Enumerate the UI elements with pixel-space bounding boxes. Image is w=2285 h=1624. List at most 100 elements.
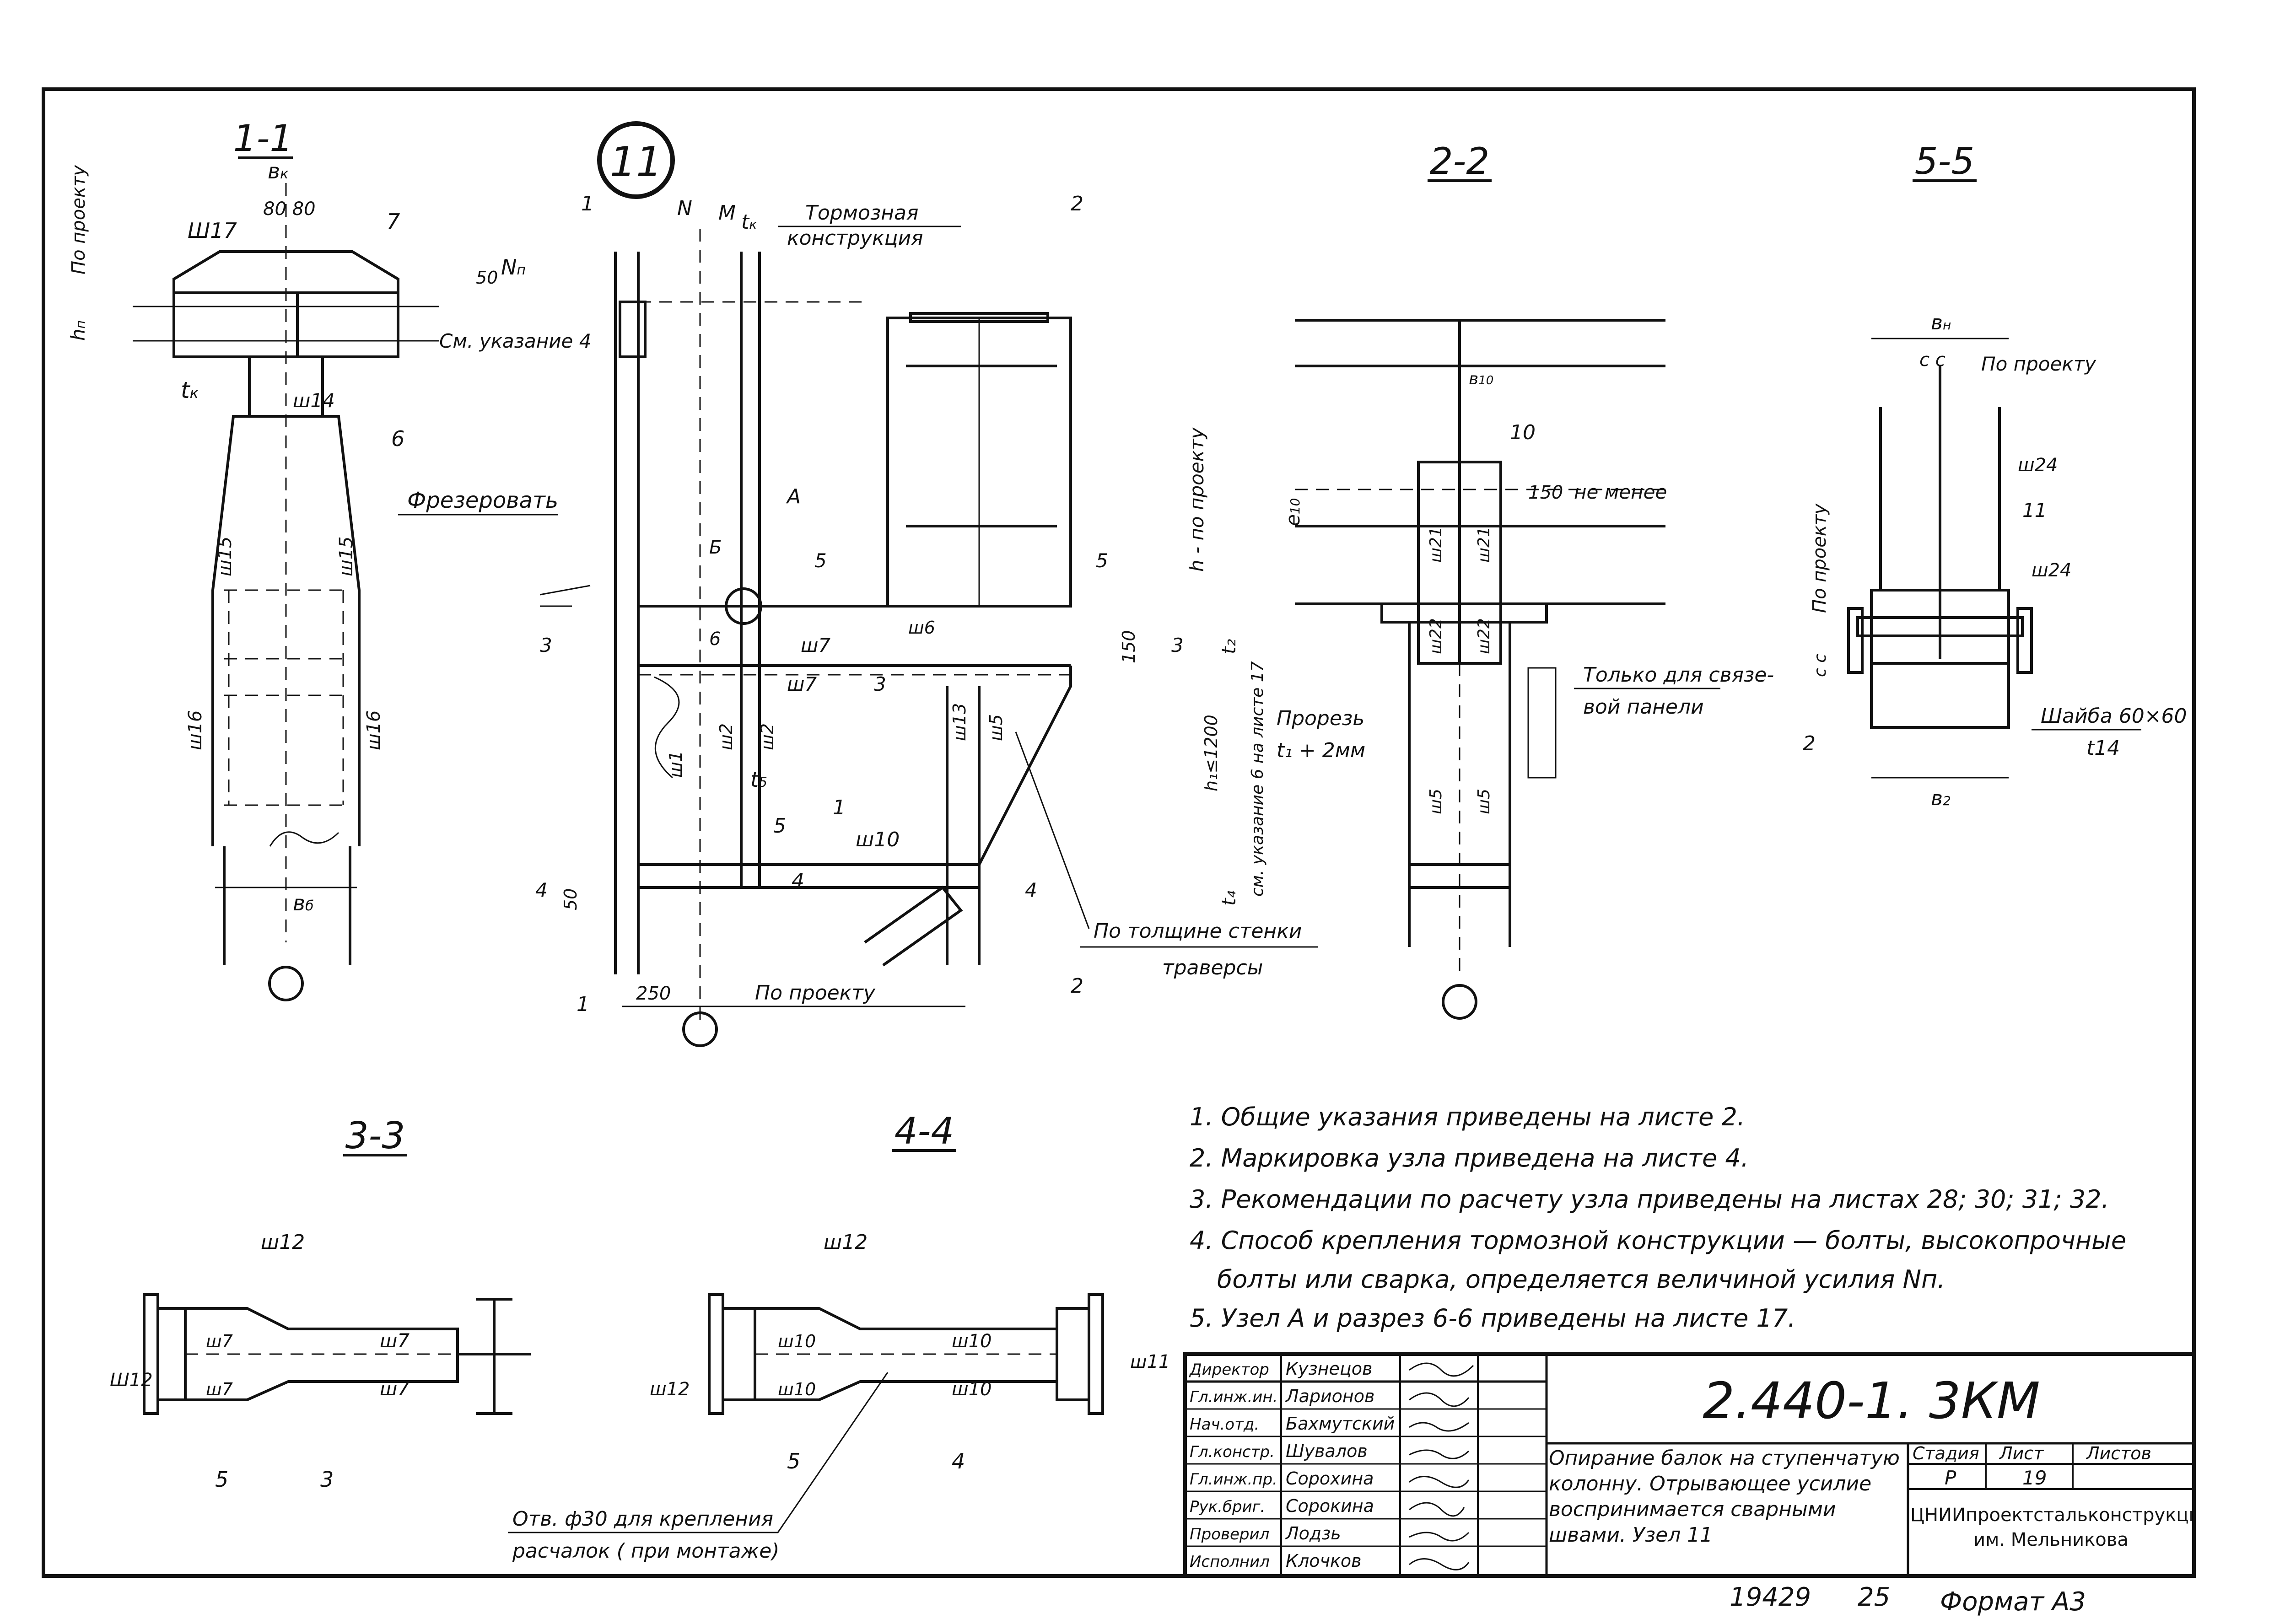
svg-text:250: 250 bbox=[636, 983, 671, 1004]
svg-text:ш10: ш10 bbox=[778, 1379, 816, 1399]
svg-text:не менее: не менее bbox=[1574, 481, 1667, 503]
svg-text:По проекту: По проекту bbox=[755, 981, 876, 1005]
svg-text:ш7: ш7 bbox=[206, 1331, 233, 1351]
svg-text:50: 50 bbox=[560, 888, 581, 910]
svg-text:ш21: ш21 bbox=[1475, 527, 1493, 563]
svg-text:h - по проекту: h - по проекту bbox=[1186, 427, 1208, 572]
svg-text:конструкция: конструкция bbox=[787, 226, 923, 250]
svg-text:Фрезеровать: Фрезеровать bbox=[407, 488, 558, 513]
svg-text:11: 11 bbox=[2022, 499, 2047, 522]
svg-text:N: N bbox=[677, 197, 692, 220]
svg-text:Тормозная: Тормозная bbox=[805, 201, 918, 225]
footer-inv: 19429 bbox=[1730, 1582, 1811, 1612]
svg-text:вб: вб bbox=[293, 891, 314, 915]
svg-text:Ш12: Ш12 bbox=[110, 1370, 153, 1391]
svg-text:7: 7 bbox=[387, 209, 400, 234]
svg-text:6: 6 bbox=[391, 426, 404, 451]
svg-text:4: 4 bbox=[792, 869, 804, 893]
node-11-elevation: 11 N M tк Торм bbox=[398, 121, 1365, 1047]
svg-text:Кузнецов: Кузнецов bbox=[1286, 1359, 1372, 1379]
svg-text:150: 150 bbox=[1119, 630, 1139, 663]
svg-text:А: А bbox=[786, 485, 801, 508]
general-notes: 1. Общие указания приведены на листе 2. … bbox=[1190, 1102, 2126, 1333]
section-5-5-title: 5-5 bbox=[1915, 140, 1975, 183]
svg-text:t₁ + 2мм: t₁ + 2мм bbox=[1277, 739, 1365, 762]
svg-text:tк: tк bbox=[741, 210, 757, 234]
svg-text:ш2: ш2 bbox=[757, 723, 777, 750]
svg-text:1: 1 bbox=[581, 192, 594, 215]
svg-text:По толщине стенки: По толщине стенки bbox=[1094, 920, 1302, 943]
document-title: Опирание балок на ступенчатую колонну. О… bbox=[1549, 1447, 1900, 1547]
svg-text:Бахмутский: Бахмутский bbox=[1286, 1414, 1395, 1434]
svg-text:M: M bbox=[718, 201, 736, 225]
svg-text:Клочков: Клочков bbox=[1286, 1551, 1362, 1571]
section-1-1-title: 1-1 bbox=[233, 117, 293, 160]
footer-format: Формат А3 bbox=[1940, 1587, 2086, 1617]
svg-text:ш12: ш12 bbox=[650, 1379, 690, 1400]
svg-text:Рук.бриг.: Рук.бриг. bbox=[1190, 1498, 1265, 1516]
svg-text:ш16: ш16 bbox=[185, 710, 206, 751]
note-2: 2. Маркировка узла приведена на листе 4. bbox=[1190, 1144, 1749, 1172]
svg-text:Отв. ф30 для крепления: Отв. ф30 для крепления bbox=[512, 1507, 773, 1531]
svg-text:По проекту: По проекту bbox=[68, 165, 89, 274]
svg-text:5: 5 bbox=[215, 1467, 228, 1492]
svg-text:3: 3 bbox=[1171, 634, 1184, 656]
svg-text:Шувалов: Шувалов bbox=[1286, 1441, 1368, 1461]
svg-text:Шайба 60×60: Шайба 60×60 bbox=[2041, 704, 2187, 728]
svg-text:Б: Б bbox=[709, 537, 722, 558]
svg-text:Сорохина: Сорохина bbox=[1286, 1468, 1374, 1489]
svg-text:3: 3 bbox=[540, 634, 552, 656]
note-3: 3. Рекомендации по расчету узла приведен… bbox=[1190, 1185, 2109, 1214]
svg-text:Сорокина: Сорокина bbox=[1286, 1496, 1374, 1516]
footer-num: 25 bbox=[1858, 1582, 1890, 1612]
svg-text:ш7: ш7 bbox=[787, 673, 817, 695]
svg-text:ш15: ш15 bbox=[336, 537, 357, 577]
svg-text:вн: вн bbox=[1931, 311, 1951, 334]
svg-text:Гл.инж.пр.: Гл.инж.пр. bbox=[1190, 1470, 1277, 1489]
svg-text:ш21: ш21 bbox=[1427, 527, 1445, 563]
svg-text:ш24: ш24 bbox=[2032, 560, 2072, 581]
svg-text:Нач.отд.: Нач.отд. bbox=[1190, 1415, 1259, 1434]
svg-text:ш5: ш5 bbox=[986, 714, 1006, 741]
note-4: 4. Способ крепления тормозной конструкци… bbox=[1190, 1226, 2126, 1255]
svg-text:ш10: ш10 bbox=[778, 1331, 816, 1351]
svg-text:ш5: ш5 bbox=[1427, 789, 1445, 814]
svg-text:с с: с с bbox=[1811, 654, 1830, 677]
svg-text:50: 50 bbox=[476, 268, 498, 288]
section-2-2: 2-2 в10 10 ш21 ш21 ш22 ш22 ш5 ш5 150 не … bbox=[1282, 140, 1774, 1020]
svg-text:Прорезь: Прорезь bbox=[1277, 707, 1364, 730]
svg-text:5: 5 bbox=[1096, 549, 1108, 572]
svg-text:1: 1 bbox=[577, 993, 589, 1016]
svg-text:ш1: ш1 bbox=[666, 751, 686, 778]
svg-text:hп: hп bbox=[67, 320, 89, 341]
svg-text:Листов: Листов bbox=[2086, 1443, 2151, 1463]
svg-text:ш2: ш2 bbox=[716, 723, 736, 750]
svg-text:ш14: ш14 bbox=[293, 389, 335, 412]
title-block-roles: Директор Кузнецов Гл.инж.ин. Ларионов На… bbox=[1189, 1359, 1395, 1571]
svg-text:вк: вк bbox=[268, 159, 288, 183]
svg-text:ш12: ш12 bbox=[824, 1231, 868, 1254]
svg-text:5: 5 bbox=[787, 1449, 800, 1473]
svg-text:с с: с с bbox=[1919, 350, 1945, 371]
svg-text:ш10: ш10 bbox=[952, 1331, 992, 1352]
section-3-3: 3-3 ш12 ш7 ш7 ш7 ш7 Ш12 5 3 bbox=[110, 1114, 531, 1492]
section-4-4-title: 4-4 bbox=[895, 1110, 954, 1152]
svg-text:Исполнил: Исполнил bbox=[1190, 1553, 1270, 1571]
svg-text:ш6: ш6 bbox=[908, 618, 935, 638]
svg-text:Nп: Nп bbox=[501, 255, 526, 280]
svg-text:t₄: t₄ bbox=[1218, 891, 1240, 906]
note-4-cont: болты или сварка, определяется величиной… bbox=[1217, 1265, 1945, 1294]
svg-text:Гл.констр.: Гл.констр. bbox=[1190, 1443, 1275, 1461]
svg-text:4: 4 bbox=[535, 879, 548, 901]
svg-text:1: 1 bbox=[833, 796, 846, 819]
svg-text:см. указание 6 на листе 17: см. указание 6 на листе 17 bbox=[1248, 661, 1267, 897]
svg-text:2: 2 bbox=[1071, 974, 1083, 998]
svg-text:19: 19 bbox=[2022, 1467, 2047, 1489]
svg-text:Только для связе-: Только для связе- bbox=[1583, 663, 1774, 687]
section-1-1: 1-1 Ш17 вк 80 80 7 tк ш14 6 Nп 50 ш15 bbox=[67, 117, 591, 1001]
svg-text:См. указание 4: См. указание 4 bbox=[439, 330, 591, 352]
svg-text:ш5: ш5 bbox=[1475, 789, 1493, 814]
svg-text:в2: в2 bbox=[1931, 787, 1951, 810]
svg-text:Лодзь: Лодзь bbox=[1285, 1523, 1341, 1543]
